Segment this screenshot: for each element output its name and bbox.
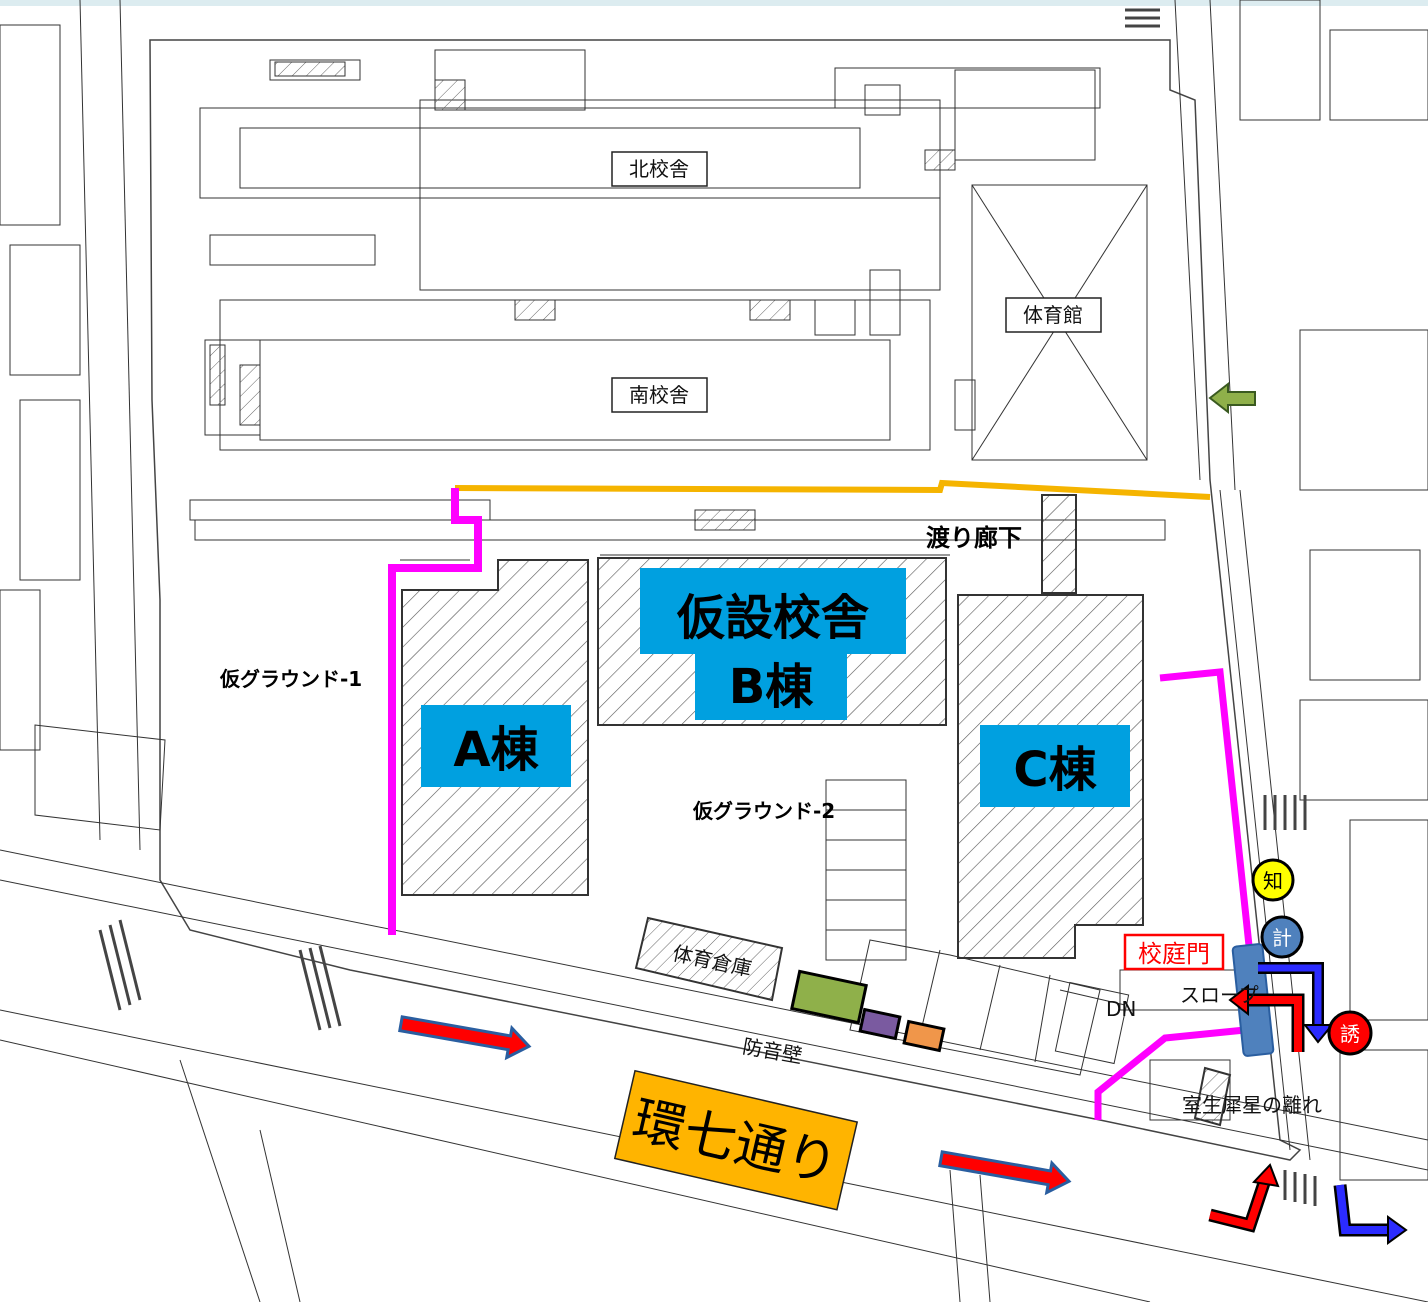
gate-label: 校庭門 <box>1138 940 1210 968</box>
north-label-box <box>611 151 708 187</box>
annex-building <box>1193 1066 1232 1127</box>
slope-label: スロープ <box>1180 983 1259 1007</box>
stairs <box>209 61 956 531</box>
gym-label: 体育館 <box>1023 303 1083 327</box>
marker-circle <box>1260 915 1304 959</box>
marker-guide: 誘 <box>1340 1022 1360 1046</box>
turn-arrow-icon <box>1258 964 1322 1025</box>
ground-1-label: 仮グラウンド-1 <box>219 667 362 691</box>
marker-know: 知 <box>1263 869 1283 893</box>
traffic-arrow-icon <box>398 1015 532 1061</box>
gate-label-box <box>1123 933 1225 971</box>
marker-circle <box>1327 1010 1373 1056</box>
dn-label: DN <box>1106 997 1136 1021</box>
north-building-label: 北校舎 <box>629 157 689 181</box>
arrow-left-icon <box>1208 381 1256 415</box>
a-label-bg <box>421 705 571 787</box>
b-label-bg <box>695 652 847 720</box>
south-building-label: 南校舎 <box>629 383 689 407</box>
green-box <box>790 969 868 1025</box>
wall-label: 防音壁 <box>741 1034 804 1068</box>
top-bar <box>0 0 1428 6</box>
orange-box <box>902 1019 946 1053</box>
c-label-bg <box>980 725 1130 807</box>
ground-2-label: 仮グラウンド-2 <box>692 799 835 823</box>
magenta-route-bottom <box>1094 1026 1246 1120</box>
magenta-route-right <box>1159 668 1254 956</box>
purple-box <box>858 1007 902 1041</box>
building-c-label: C棟 <box>1013 742 1097 798</box>
temp-building-label-bg <box>640 568 906 654</box>
traffic-arrow-icon <box>938 1150 1072 1196</box>
orange-route <box>454 479 1211 500</box>
temp-building-title: 仮設校舎 <box>676 590 869 646</box>
magenta-route-left <box>388 488 482 935</box>
building-b-label: B棟 <box>729 659 815 715</box>
storage-shed <box>634 916 784 1002</box>
equipment-boxes <box>790 969 946 1053</box>
marker-circle <box>1251 858 1295 902</box>
south-label-box <box>611 377 708 413</box>
road-label-bg <box>613 1069 859 1211</box>
gym-label-box <box>1005 297 1102 333</box>
marker-measure: 計 <box>1272 926 1292 950</box>
corridor-label: 渡り廊下 <box>926 524 1022 552</box>
corridor-structure <box>1041 494 1077 594</box>
annex-label: 室生犀星の離れ <box>1182 1093 1322 1117</box>
building-a-label: A棟 <box>453 722 539 778</box>
